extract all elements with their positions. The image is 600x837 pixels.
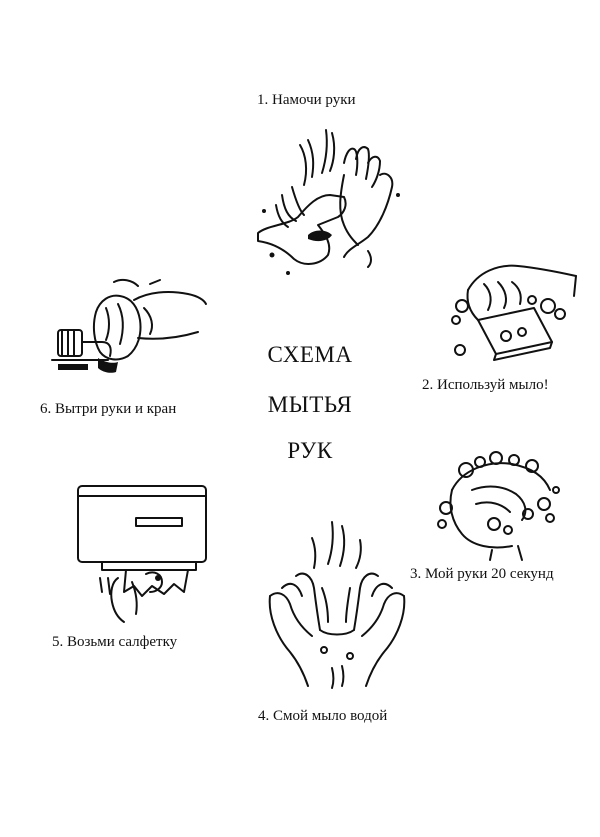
scrubbing-hands-icon [437,451,560,561]
soap-bar-icon [451,264,577,361]
step-6-label: 6. Вытри руки и кран [40,401,177,417]
rinse-hands-icon [268,521,406,689]
title-line-1: СХЕМА [267,342,353,367]
wipe-faucet-icon [51,278,207,373]
title-line-2: МЫТЬЯ [267,392,353,417]
step-4-label: 4. Смой мыло водой [258,708,388,724]
wet-hands-icon [257,129,400,275]
towel-dispenser-icon [77,485,207,623]
step-5-label: 5. Возьми салфетку [52,634,178,650]
title-line-3: РУК [287,438,333,463]
step-3-label: 3. Мой руки 20 секунд [410,566,554,582]
step-1-label: 1. Намочи руки [257,92,356,108]
step-2-label: 2. Используй мыло! [422,377,549,393]
